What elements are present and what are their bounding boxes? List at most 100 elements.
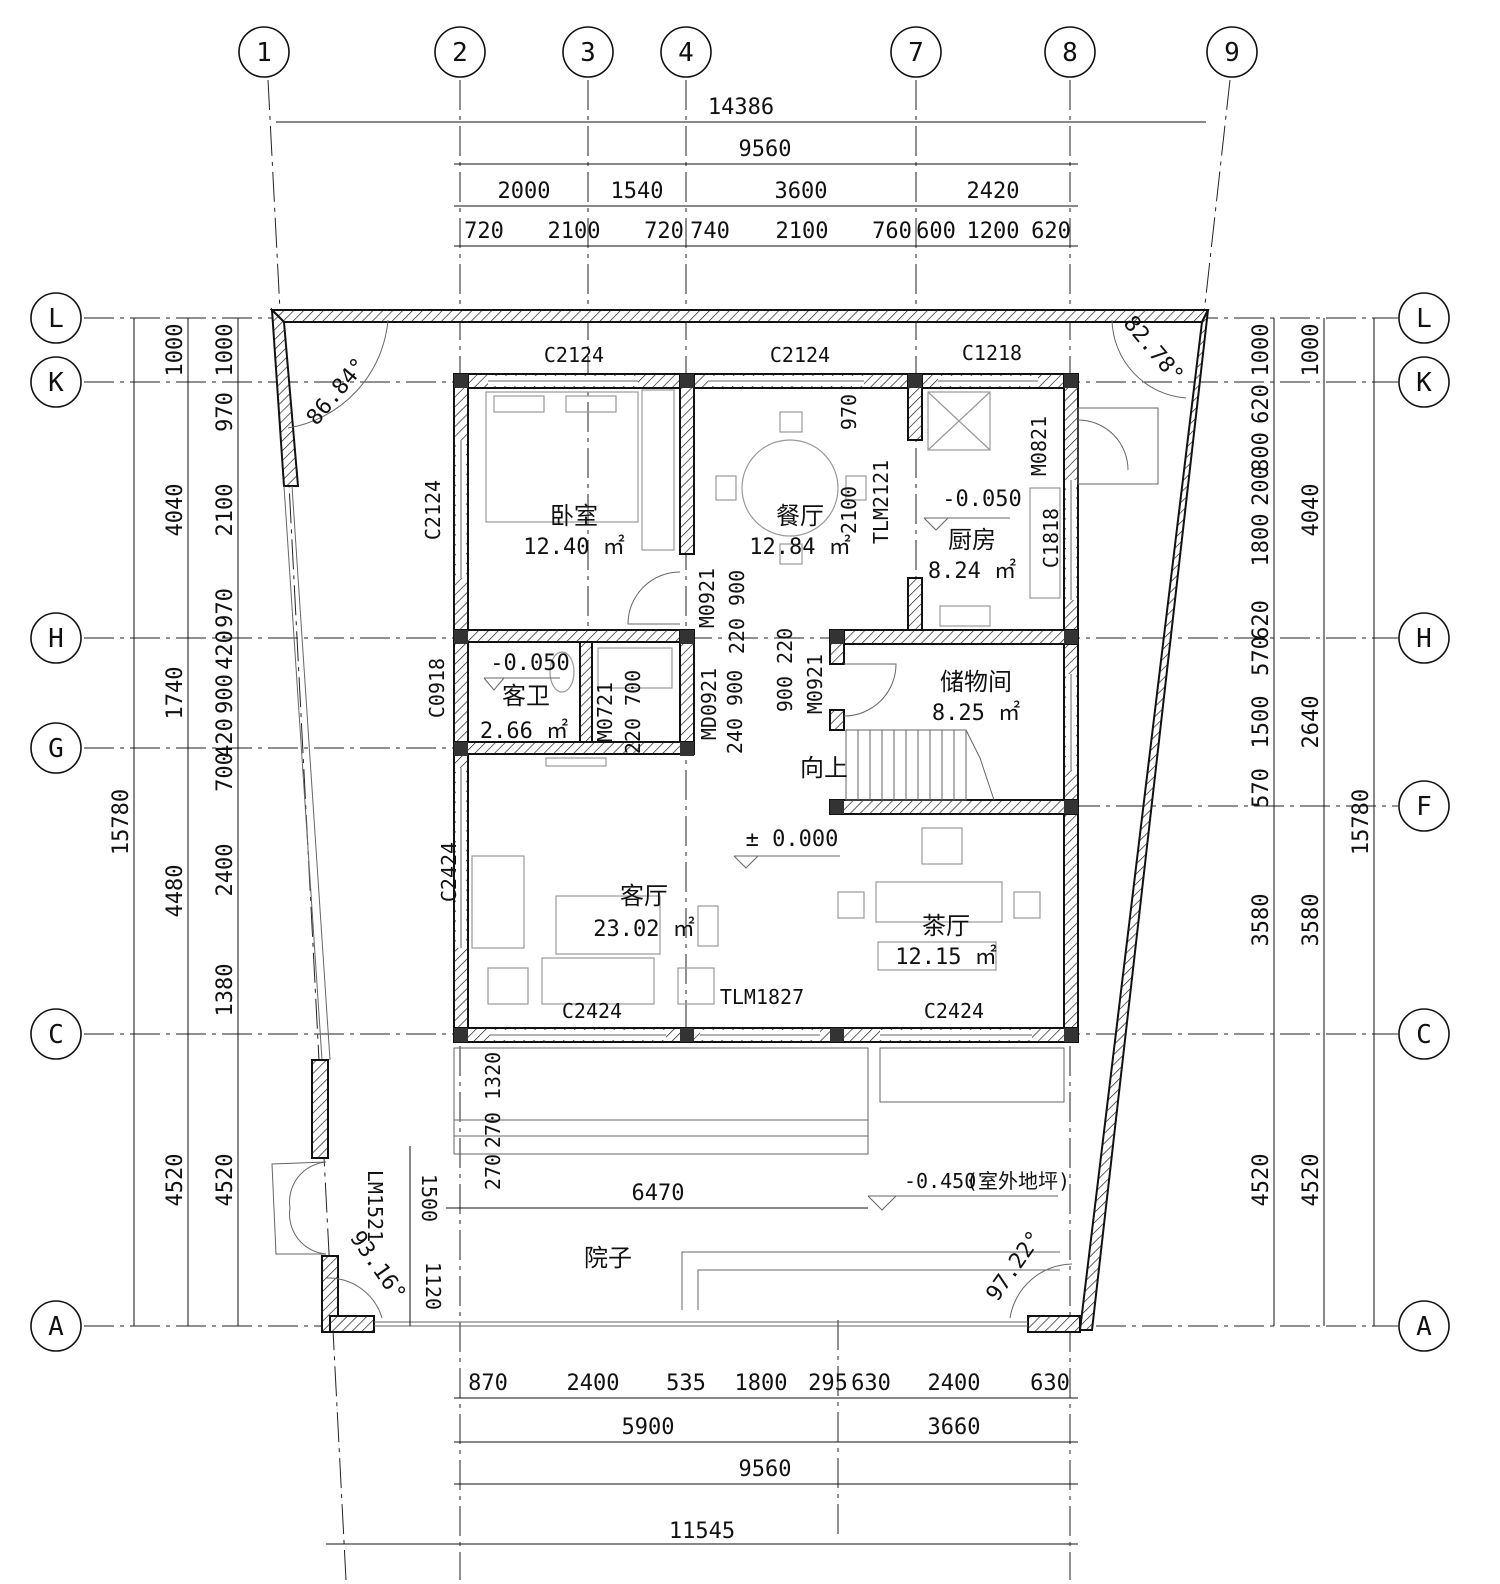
room-name: 储物间 xyxy=(940,668,1012,696)
dim-left-inner-3: 2100 xyxy=(213,484,238,537)
svg-text:3: 3 xyxy=(580,38,596,68)
dim-top-bay-1: 2000 xyxy=(498,179,551,204)
dim-bottom-detail-7: 2400 xyxy=(928,1371,981,1396)
room-name: 卧室 xyxy=(550,502,598,530)
dim-bottom-detail-2: 2400 xyxy=(567,1371,620,1396)
window-c2424-living: C2424 xyxy=(562,999,622,1023)
dim-top-detail-1: 720 xyxy=(464,219,504,244)
dim-top-detail-4: 740 xyxy=(690,219,730,244)
room-storage: 储物间 8.25 ㎡ xyxy=(932,668,1020,726)
dim-top-bay-3: 3600 xyxy=(775,179,828,204)
dimensions-left: 15780 1000 4040 1740 4480 4520 1000 970 … xyxy=(109,318,239,1326)
dim-bottom-detail-5: 295 xyxy=(808,1371,848,1396)
stair-label: 向上 xyxy=(800,754,848,782)
dim-left-inner-8: 700 xyxy=(213,752,238,792)
dim-left-inner-9: 2400 xyxy=(213,844,238,897)
room-name: 客卫 xyxy=(502,682,550,710)
window-c2124-dining: C2124 xyxy=(770,343,830,367)
svg-text:1: 1 xyxy=(256,38,272,68)
door-m0921-storage: M0921 xyxy=(803,654,827,714)
dim-bottom-total: 9560 xyxy=(739,1457,792,1482)
dimensions-top: 14386 9560 2000 1540 3600 2420 720 2100 … xyxy=(276,95,1206,247)
room-yard: 院子 xyxy=(584,1244,632,1272)
axis-bubbles: 1 2 3 4 7 8 9 L K H G C A L K H F C A xyxy=(30,26,1450,1352)
door-m0821: M0821 xyxy=(1027,416,1051,476)
local-dimensions: 970 2100 220 900 900 220 240 900 220 700… xyxy=(409,394,868,1326)
door-tlm1827: TLM1827 xyxy=(720,985,804,1009)
dim-local-900-220: 900 220 xyxy=(773,628,797,712)
svg-text:L: L xyxy=(1416,304,1432,334)
svg-text:2: 2 xyxy=(452,38,468,68)
dim-right-inner-7: 570 xyxy=(1249,636,1274,676)
room-area: 12.15 ㎡ xyxy=(895,944,996,970)
outer-walls xyxy=(269,307,1210,1333)
svg-text:A: A xyxy=(48,1312,64,1342)
room-area: 23.02 ㎡ xyxy=(593,916,694,942)
axis-bubble-right-h: H xyxy=(1398,612,1450,664)
level-marks: -0.050 -0.050 ± 0.000 -0.450 (室外地坪) xyxy=(483,487,1070,1211)
window-c1818: C1818 xyxy=(1039,508,1063,568)
dim-local-220-900: 220 900 xyxy=(725,570,749,654)
svg-text:K: K xyxy=(48,368,64,398)
level-outdoor-value: -0.450 xyxy=(904,1169,976,1193)
door-tlm2121: TLM2121 xyxy=(869,460,893,544)
svg-text:8: 8 xyxy=(1062,38,1078,68)
axis-bubble-left-l: L xyxy=(30,292,82,344)
dim-top-detail-2: 2100 xyxy=(548,219,601,244)
axis-bubble-left-h: H xyxy=(30,612,82,664)
dim-left-outer: 15780 xyxy=(109,789,134,855)
axis-bubble-3: 3 xyxy=(562,26,614,78)
room-living: 客厅 23.02 ㎡ xyxy=(593,882,694,942)
dim-right-mid-4: 3580 xyxy=(1299,894,1324,947)
room-name: 餐厅 xyxy=(776,502,824,530)
room-name: 厨房 xyxy=(948,526,996,554)
dim-right-mid-2: 4040 xyxy=(1299,484,1324,537)
dim-right-mid-3: 2640 xyxy=(1299,696,1324,749)
room-name: 院子 xyxy=(584,1244,632,1272)
window-c0918: C0918 xyxy=(425,658,449,718)
dim-top-total: 9560 xyxy=(739,137,792,162)
dim-top-detail-9: 620 xyxy=(1031,219,1071,244)
dim-right-inner-3: 800 xyxy=(1249,432,1274,472)
dim-bottom-bay-1: 5900 xyxy=(622,1415,675,1440)
dim-local-2100: 2100 xyxy=(837,486,861,534)
dim-left-inner-11: 4520 xyxy=(213,1154,238,1207)
dim-local-270: 270 xyxy=(481,1154,505,1190)
dim-top-detail-8: 1200 xyxy=(967,219,1020,244)
window-c2424-left: C2424 xyxy=(437,842,461,902)
dim-left-inner-7: 420 xyxy=(213,718,238,758)
dim-local-970: 970 xyxy=(837,394,861,430)
svg-text:H: H xyxy=(48,624,64,654)
dim-local-6470: 6470 xyxy=(632,1181,685,1206)
dim-top-detail-5: 2100 xyxy=(776,219,829,244)
window-c1218-kitchen: C1218 xyxy=(962,341,1022,365)
dim-right-inner-11: 4520 xyxy=(1249,1154,1274,1207)
dim-bottom-detail-6: 630 xyxy=(851,1371,891,1396)
axis-bubble-left-a: A xyxy=(30,1300,82,1352)
room-area: 12.84 ㎡ xyxy=(749,534,850,560)
dim-local-220-700: 220 700 xyxy=(621,670,645,754)
room-bath: 客卫 2.66 ㎡ xyxy=(480,682,568,744)
room-name: 客厅 xyxy=(620,882,668,910)
axis-bubble-7: 7 xyxy=(890,26,942,78)
svg-text:F: F xyxy=(1416,792,1432,822)
dim-local-1500: 1500 xyxy=(417,1174,441,1222)
dim-bottom-bay-2: 3660 xyxy=(928,1415,981,1440)
axis-bubble-right-c: C xyxy=(1398,1008,1450,1060)
door-m0921-bedroom: M0921 xyxy=(695,568,719,628)
axis-bubble-1: 1 xyxy=(238,26,290,78)
axis-bubble-right-a: A xyxy=(1398,1300,1450,1352)
svg-text:K: K xyxy=(1416,368,1432,398)
dim-top-overall: 14386 xyxy=(708,95,774,120)
dim-top-detail-3: 720 xyxy=(644,219,684,244)
dim-top-detail-7: 600 xyxy=(916,219,956,244)
dim-right-inner-5: 1800 xyxy=(1249,514,1274,567)
dim-left-mid-4: 4480 xyxy=(163,865,188,918)
staircase xyxy=(845,729,995,801)
dim-left-inner-2: 970 xyxy=(213,392,238,432)
room-area: 8.25 ㎡ xyxy=(932,700,1020,726)
dim-left-mid-3: 1740 xyxy=(163,667,188,720)
dim-right-outer: 15780 xyxy=(1349,789,1374,855)
dim-left-inner-1: 1000 xyxy=(213,324,238,377)
